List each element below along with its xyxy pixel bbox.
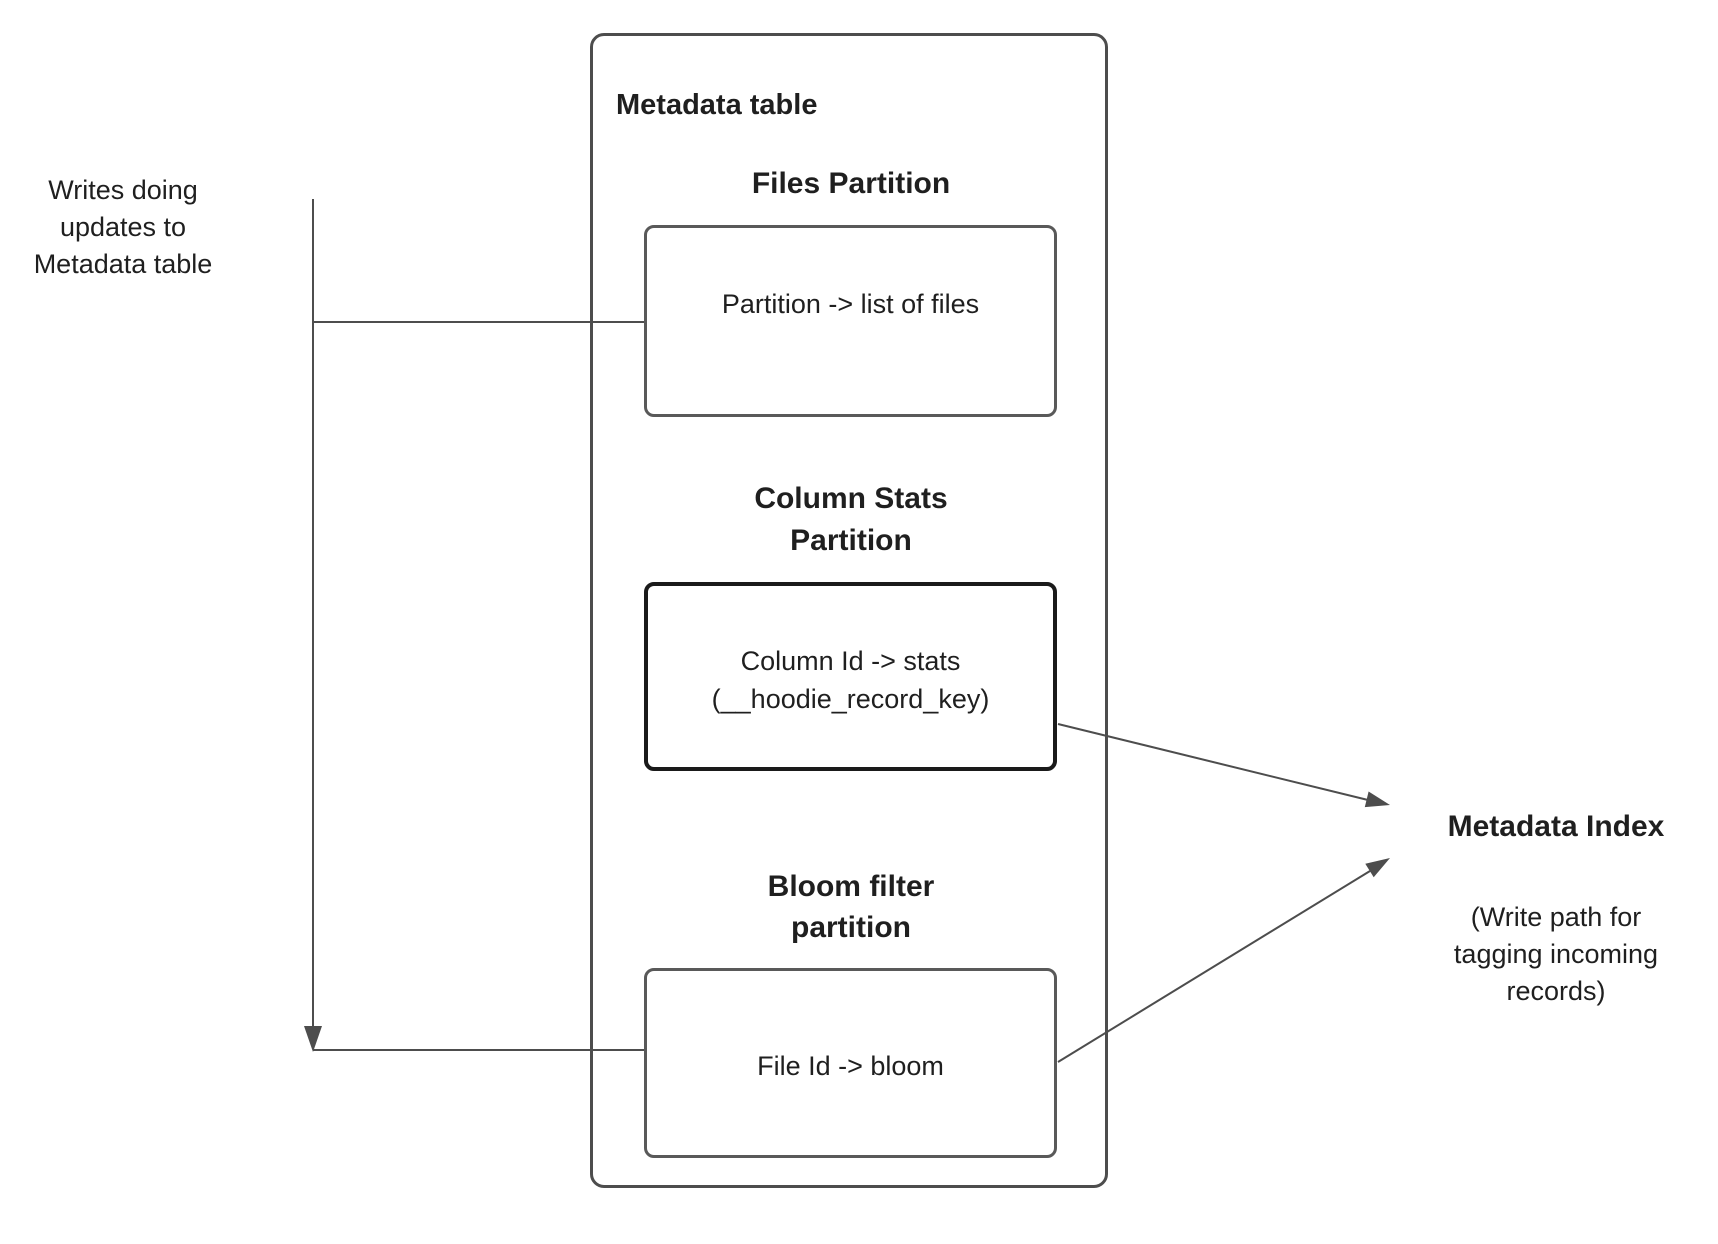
files-partition-box-text: Partition -> list of files [721, 289, 980, 319]
writes-update-arrowhead [304, 1026, 322, 1052]
metadata-table-container: Metadata table [590, 33, 1108, 1188]
files-partition-box: Partition -> list of files [644, 225, 1057, 417]
bloom-to-index-arrowhead [1365, 858, 1390, 878]
bloom-filter-partition-heading: Bloom filter partition [767, 870, 935, 944]
files-partition-heading: Files Partition [751, 167, 951, 200]
column-stats-to-index-arrowhead [1364, 791, 1390, 808]
column-stats-partition-box-text: Column Id -> stats (__hoodie_record_key) [711, 646, 990, 714]
column-stats-partition-box: Column Id -> stats (__hoodie_record_key) [644, 582, 1057, 771]
column-stats-partition-heading: Column Stats Partition [754, 482, 948, 557]
column-stats-to-index-line [1057, 723, 1369, 801]
bloom-filter-partition-box-text: File Id -> bloom [757, 1051, 944, 1081]
writes-note: Writes doing updates to Metadata table [33, 175, 213, 279]
metadata-index-subtitle: (Write path for tagging incoming records… [1453, 902, 1659, 1006]
bloom-to-index-line [1057, 870, 1371, 1063]
metadata-index-title: Metadata Index [1447, 810, 1665, 843]
bloom-filter-partition-box: File Id -> bloom [644, 968, 1057, 1158]
metadata-table-title: Metadata table [616, 89, 818, 121]
